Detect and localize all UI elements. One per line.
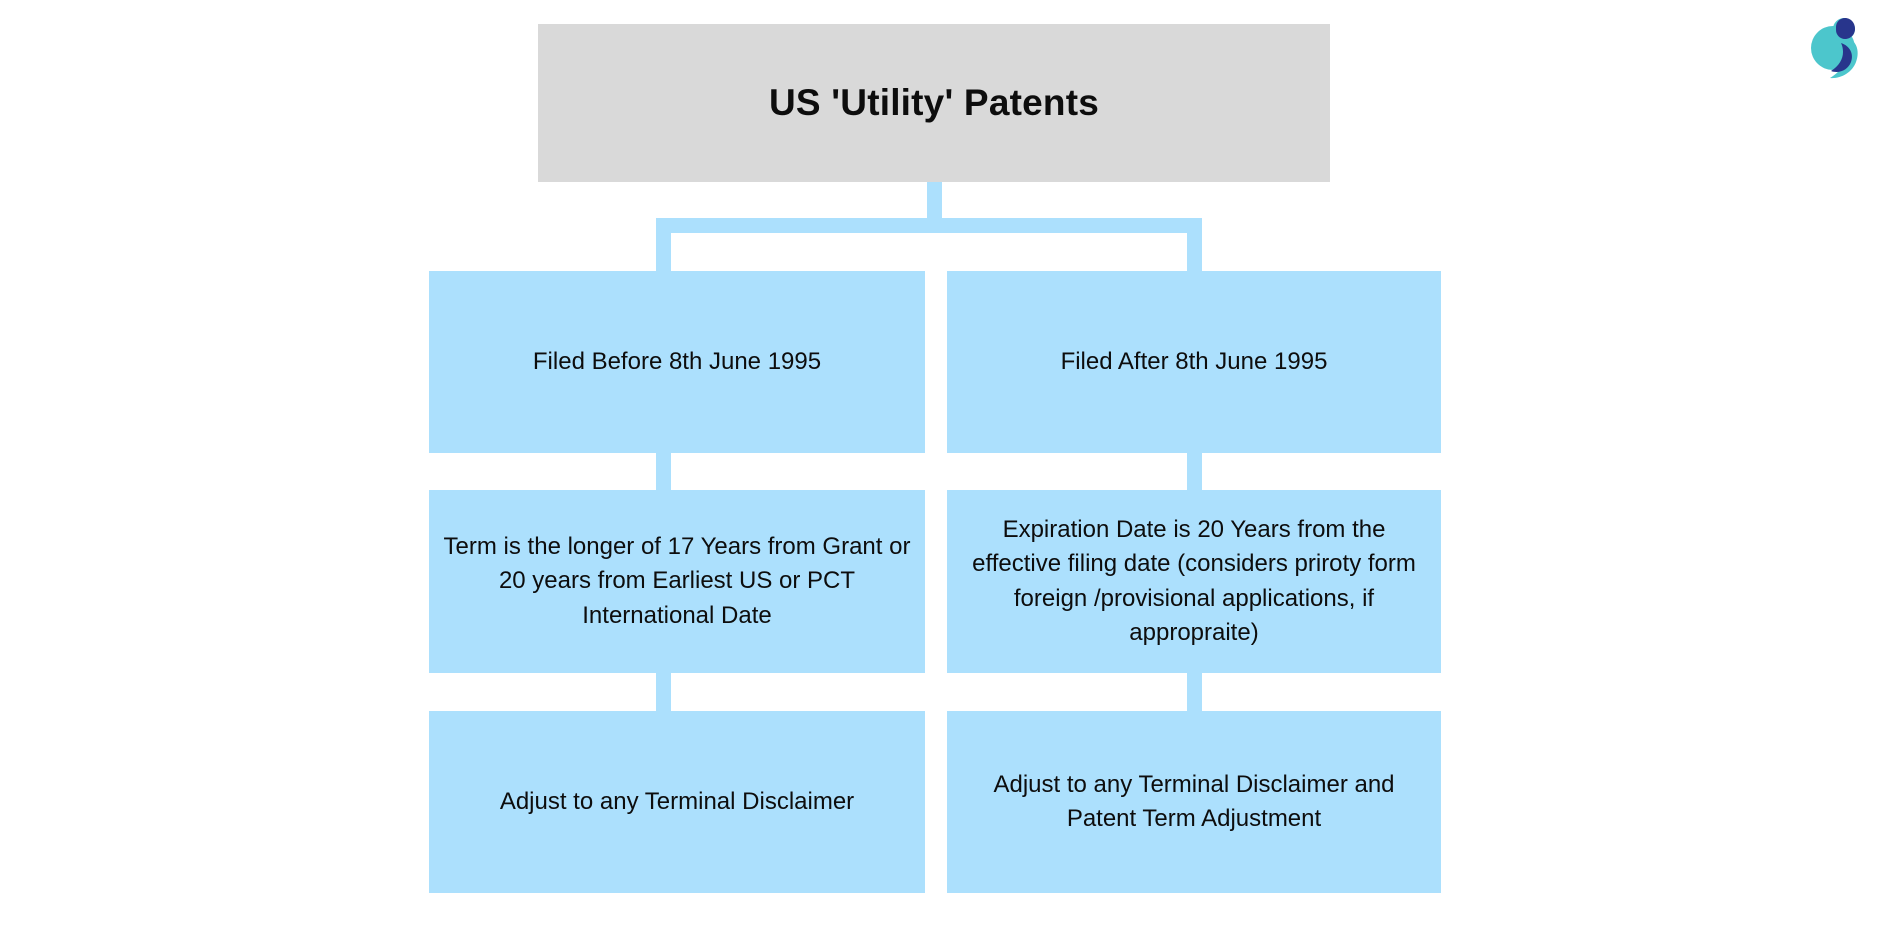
- connector-left-row2-row3: [656, 452, 671, 491]
- node-condition-filed-before-1995: Filed Before 8th June 1995: [429, 271, 925, 453]
- connector-right-row3-row4: [1187, 672, 1202, 712]
- logo-tail-shape: [1830, 36, 1858, 79]
- node-adjustment-after-1995: Adjust to any Terminal Disclaimer and Pa…: [947, 711, 1441, 893]
- connector-split-bar: [656, 218, 1202, 233]
- connector-root-stem: [927, 182, 942, 219]
- node-adjustment-left-label: Adjust to any Terminal Disclaimer: [499, 787, 855, 815]
- node-condition-filed-after-1995: Filed After 8th June 1995: [947, 271, 1441, 453]
- logo-navy-crescent: [1831, 43, 1852, 72]
- connector-left-row3-row4: [656, 672, 671, 712]
- node-term-before-1995: Term is the longer of 17 Years from Gran…: [429, 490, 925, 673]
- page-title: US 'Utility' Patents: [769, 81, 1099, 123]
- root-node-us-utility-patents: US 'Utility' Patents: [538, 24, 1330, 182]
- connector-drop-right: [1187, 218, 1202, 272]
- node-term-after-1995: Expiration Date is 20 Years from the eff…: [947, 490, 1441, 673]
- node-term-right-label: Expiration Date is 20 Years from the eff…: [972, 515, 1416, 646]
- brand-logo-icon: [1811, 18, 1858, 79]
- node-condition-right-label: Filed After 8th June 1995: [1060, 347, 1328, 375]
- node-adjustment-right-label: Adjust to any Terminal Disclaimer and Pa…: [993, 770, 1395, 832]
- node-adjustment-before-1995: Adjust to any Terminal Disclaimer: [429, 711, 925, 893]
- logo-navy-dot: [1836, 18, 1855, 39]
- node-condition-left-label: Filed Before 8th June 1995: [532, 347, 822, 375]
- connector-right-row2-row3: [1187, 452, 1202, 491]
- connector-drop-left: [656, 218, 671, 272]
- node-term-left-label: Term is the longer of 17 Years from Gran…: [443, 533, 911, 629]
